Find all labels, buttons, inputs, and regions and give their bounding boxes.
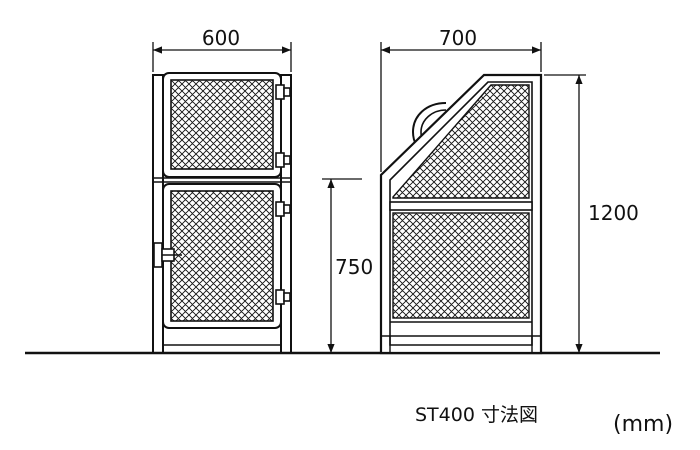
front-view — [152, 72, 292, 354]
side-depth-dimension — [380, 42, 542, 172]
front-upper-mesh — [170, 79, 274, 170]
side-lower-mesh — [392, 212, 530, 319]
side-upper-mesh — [392, 84, 530, 199]
drawing-title: ST400 寸法図 — [415, 404, 538, 426]
front-height-label: 750 — [335, 255, 373, 279]
front-left-post — [152, 74, 164, 354]
side-depth-label: 700 — [439, 26, 477, 50]
total-height-label: 1200 — [588, 201, 639, 225]
unit-label: (mm) — [613, 412, 674, 437]
hinge-icon — [275, 84, 291, 305]
side-middle-bar — [389, 201, 533, 211]
front-width-dimension — [152, 42, 292, 72]
front-lower-mesh — [170, 190, 274, 322]
latch-icon — [153, 242, 182, 268]
front-width-label: 600 — [202, 26, 240, 50]
front-height-dimension — [322, 178, 362, 353]
total-height-dimension — [544, 74, 586, 353]
side-view — [379, 73, 543, 355]
